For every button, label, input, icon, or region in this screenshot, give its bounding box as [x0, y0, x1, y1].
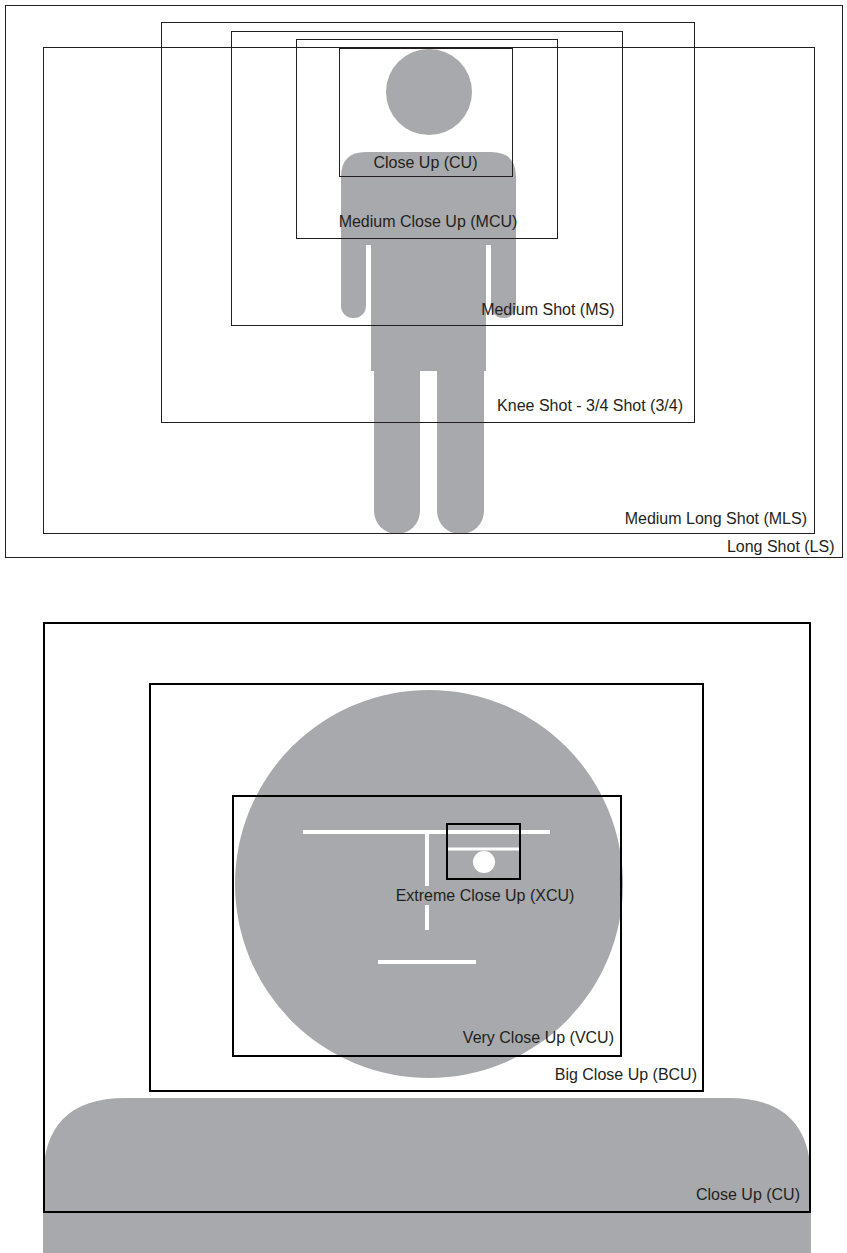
shot-frame: Medium Shot (MS) Medium Close Up (MCU) Clo… — [231, 31, 623, 326]
shot-frame: Medium Long Shot (MLS) — [43, 47, 815, 534]
shot-label: Very Close Up (VCU) — [463, 1029, 614, 1046]
shot-frame: Very Close Up (VCU) Extreme Close Up (XCU… — [232, 795, 622, 1057]
shot-label: Close Up (CU) — [373, 154, 477, 171]
face-mouth — [378, 960, 476, 964]
shot-label: Medium Shot (MS) — [481, 301, 614, 318]
shot-frame: Close Up (CU) Big Close Up (BCU) Very Clos… — [43, 622, 811, 1213]
shot-frame: Medium Close Up (MCU) Close Up (CU) — [296, 39, 558, 239]
face-eyelid — [448, 848, 519, 851]
figure-arm — [341, 230, 366, 318]
shot-frame: Extreme Close Up (XCU) — [446, 823, 521, 880]
shot-frame: Big Close Up (BCU) Very Close Up (VCU) Ext… — [149, 683, 704, 1092]
face-nose — [425, 832, 429, 930]
shot-frame: Long Shot (LS) Medium Long Shot (MLS) Knee… — [5, 5, 843, 558]
shot-frame: Knee Shot - 3/4 Shot (3/4) Medium Shot (M… — [161, 22, 695, 423]
shot-label: Long Shot (LS) — [727, 538, 835, 555]
shot-label: Medium Close Up (MCU) — [339, 213, 518, 230]
shot-label: Knee Shot - 3/4 Shot (3/4) — [497, 397, 683, 414]
shot-label: Big Close Up (BCU) — [555, 1066, 697, 1083]
face-eye — [473, 851, 495, 873]
shot-label: Close Up (CU) — [696, 1186, 800, 1203]
shot-label: Medium Long Shot (MLS) — [625, 510, 807, 527]
figure-head — [386, 49, 472, 135]
face-figure — [43, 690, 811, 1253]
standing-figure — [341, 49, 516, 534]
shot-label: Extreme Close Up (XCU) — [393, 886, 578, 905]
shot-frame: Close Up (CU) — [339, 48, 513, 177]
figure-leg — [437, 340, 484, 534]
figure-leg — [374, 340, 420, 534]
figure-head — [235, 690, 623, 1078]
figure-shoulders — [43, 1098, 811, 1253]
